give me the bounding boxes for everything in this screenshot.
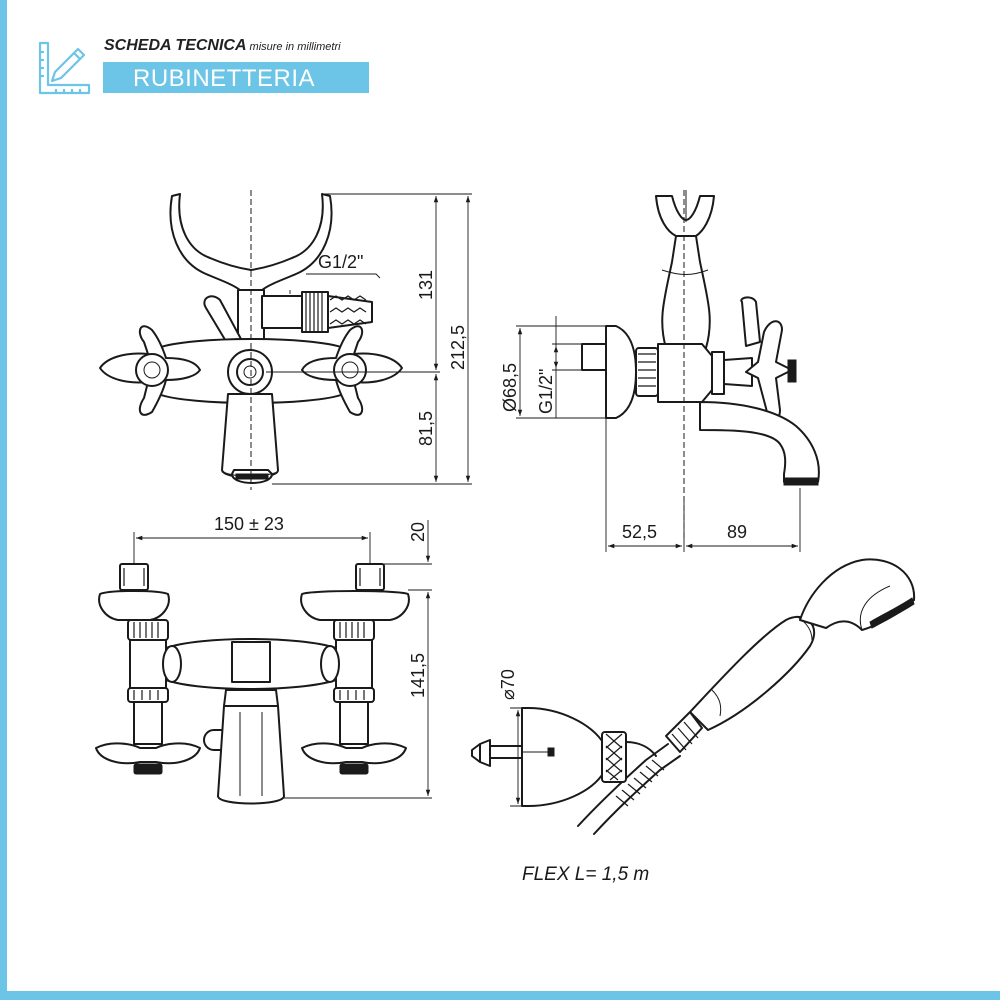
ruler-pencil-icon bbox=[38, 41, 91, 95]
frame-bottom-border bbox=[0, 991, 1000, 1000]
dim-spacing: 150 ± 23 bbox=[214, 514, 284, 534]
dim-diameter-68: Ø68,5 bbox=[500, 363, 520, 412]
top-view-dimensions: 150 ± 23 20 141,5 bbox=[133, 514, 432, 799]
dim-top-20: 20 bbox=[408, 522, 428, 542]
dim-diameter-70: ⌀70 bbox=[498, 669, 518, 700]
dim-depth-52: 52,5 bbox=[622, 522, 657, 542]
bracket-dimensions: ⌀70 bbox=[498, 669, 524, 807]
header-category-band: RUBINETTERIA bbox=[103, 62, 369, 93]
top-view bbox=[95, 563, 410, 805]
hose-length-caption: FLEX L= 1,5 m bbox=[522, 864, 650, 885]
dim-height-total: 212,5 bbox=[448, 325, 468, 370]
dim-reach-89: 89 bbox=[727, 522, 747, 542]
front-view bbox=[99, 190, 403, 490]
side-view bbox=[581, 190, 820, 540]
side-view-dimensions: Ø68,5 G1/2" 52,5 89 bbox=[500, 316, 801, 552]
dim-thread-side: G1/2" bbox=[536, 369, 556, 414]
dim-height-141: 141,5 bbox=[408, 653, 428, 698]
frame-left-border bbox=[0, 0, 7, 1000]
header-title-text: SCHEDA TECNICA bbox=[104, 37, 247, 54]
dim-height-131: 131 bbox=[416, 270, 436, 300]
dim-height-81: 81,5 bbox=[416, 411, 436, 446]
wall-bracket bbox=[471, 707, 657, 807]
front-view-dimensions: G1/2" 131 212,5 81,5 bbox=[266, 193, 472, 485]
dim-thread-front: G1/2" bbox=[318, 252, 363, 272]
header-subtitle: misure in millimetri bbox=[249, 41, 341, 53]
header-category: RUBINETTERIA bbox=[133, 65, 316, 92]
hand-shower bbox=[577, 558, 916, 835]
